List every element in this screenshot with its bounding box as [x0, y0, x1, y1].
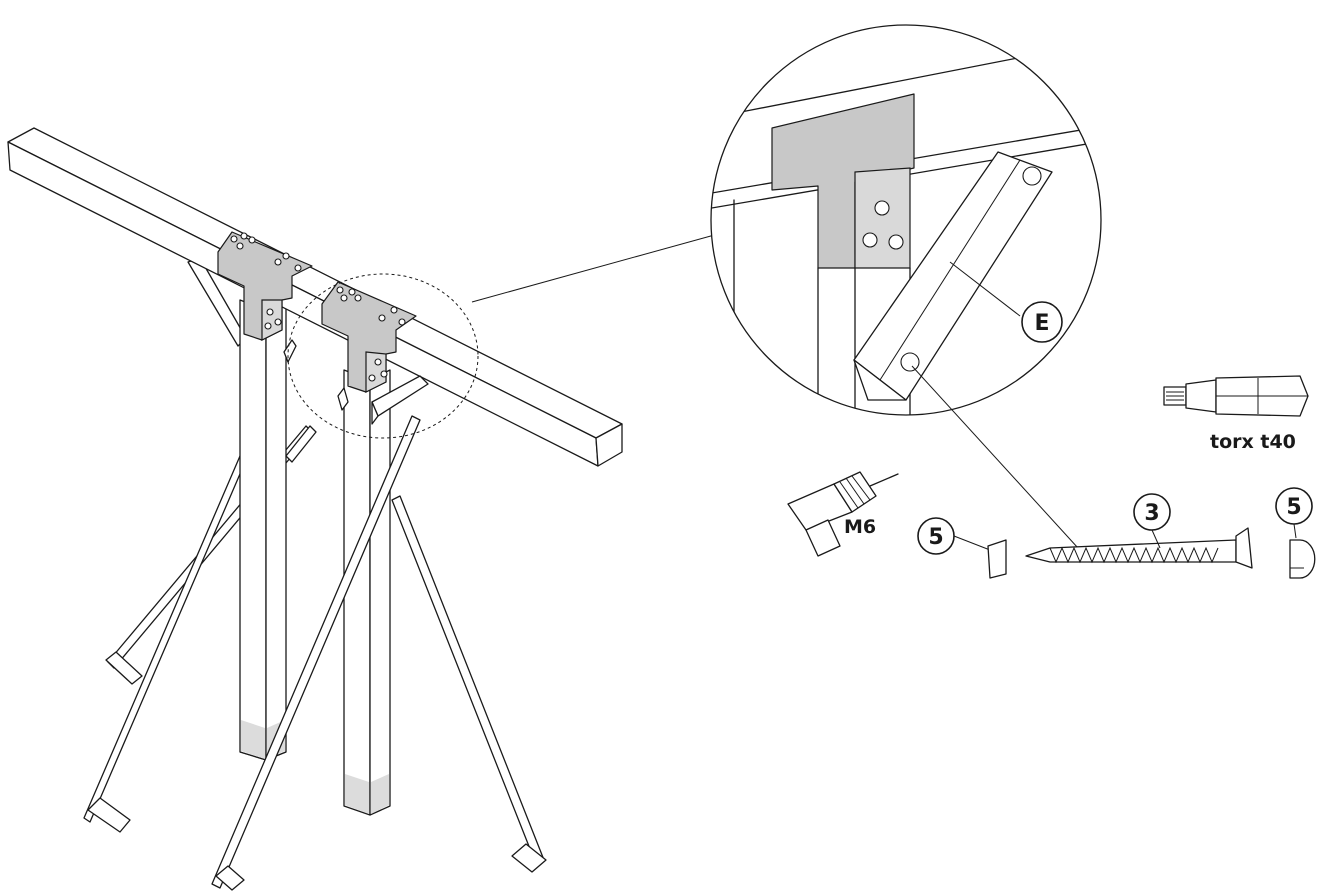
- detail-focus-circle: [287, 273, 479, 439]
- t-plate-left: [217, 231, 313, 341]
- torx-bit-icon: torx t40: [1163, 375, 1309, 453]
- ground-brace-3: [211, 415, 421, 891]
- ground-brace-4: [391, 495, 547, 873]
- post-left: [239, 299, 287, 761]
- svg-text:M6: M6: [844, 516, 876, 538]
- svg-text:5: 5: [1286, 495, 1301, 520]
- svg-text:torx t40: torx t40: [1210, 431, 1296, 453]
- top-beam: [7, 127, 623, 467]
- cap-left: 5: [917, 517, 1007, 579]
- screw-leader: [911, 365, 1079, 549]
- svg-text:3: 3: [1144, 501, 1159, 526]
- knee-brace: [371, 375, 429, 425]
- cap-right: 5: [1275, 487, 1316, 579]
- screw-icon: 3: [1025, 493, 1253, 569]
- frame-assembly: [7, 127, 623, 891]
- cap-icon: [1289, 539, 1316, 579]
- post-right: [343, 369, 391, 816]
- ground-brace-2: [83, 455, 247, 833]
- drill-icon: M6: [787, 471, 899, 557]
- callout-e: E: [949, 261, 1063, 343]
- cap-icon: [987, 539, 1007, 579]
- svg-text:E: E: [1034, 311, 1049, 336]
- brace-stub-right: [285, 425, 317, 463]
- magnified-detail: [710, 24, 1102, 416]
- svg-text:5: 5: [928, 525, 943, 550]
- t-plate-right: [321, 281, 417, 393]
- magnify-connector: [471, 233, 719, 303]
- brace-stub-mid: [337, 387, 349, 411]
